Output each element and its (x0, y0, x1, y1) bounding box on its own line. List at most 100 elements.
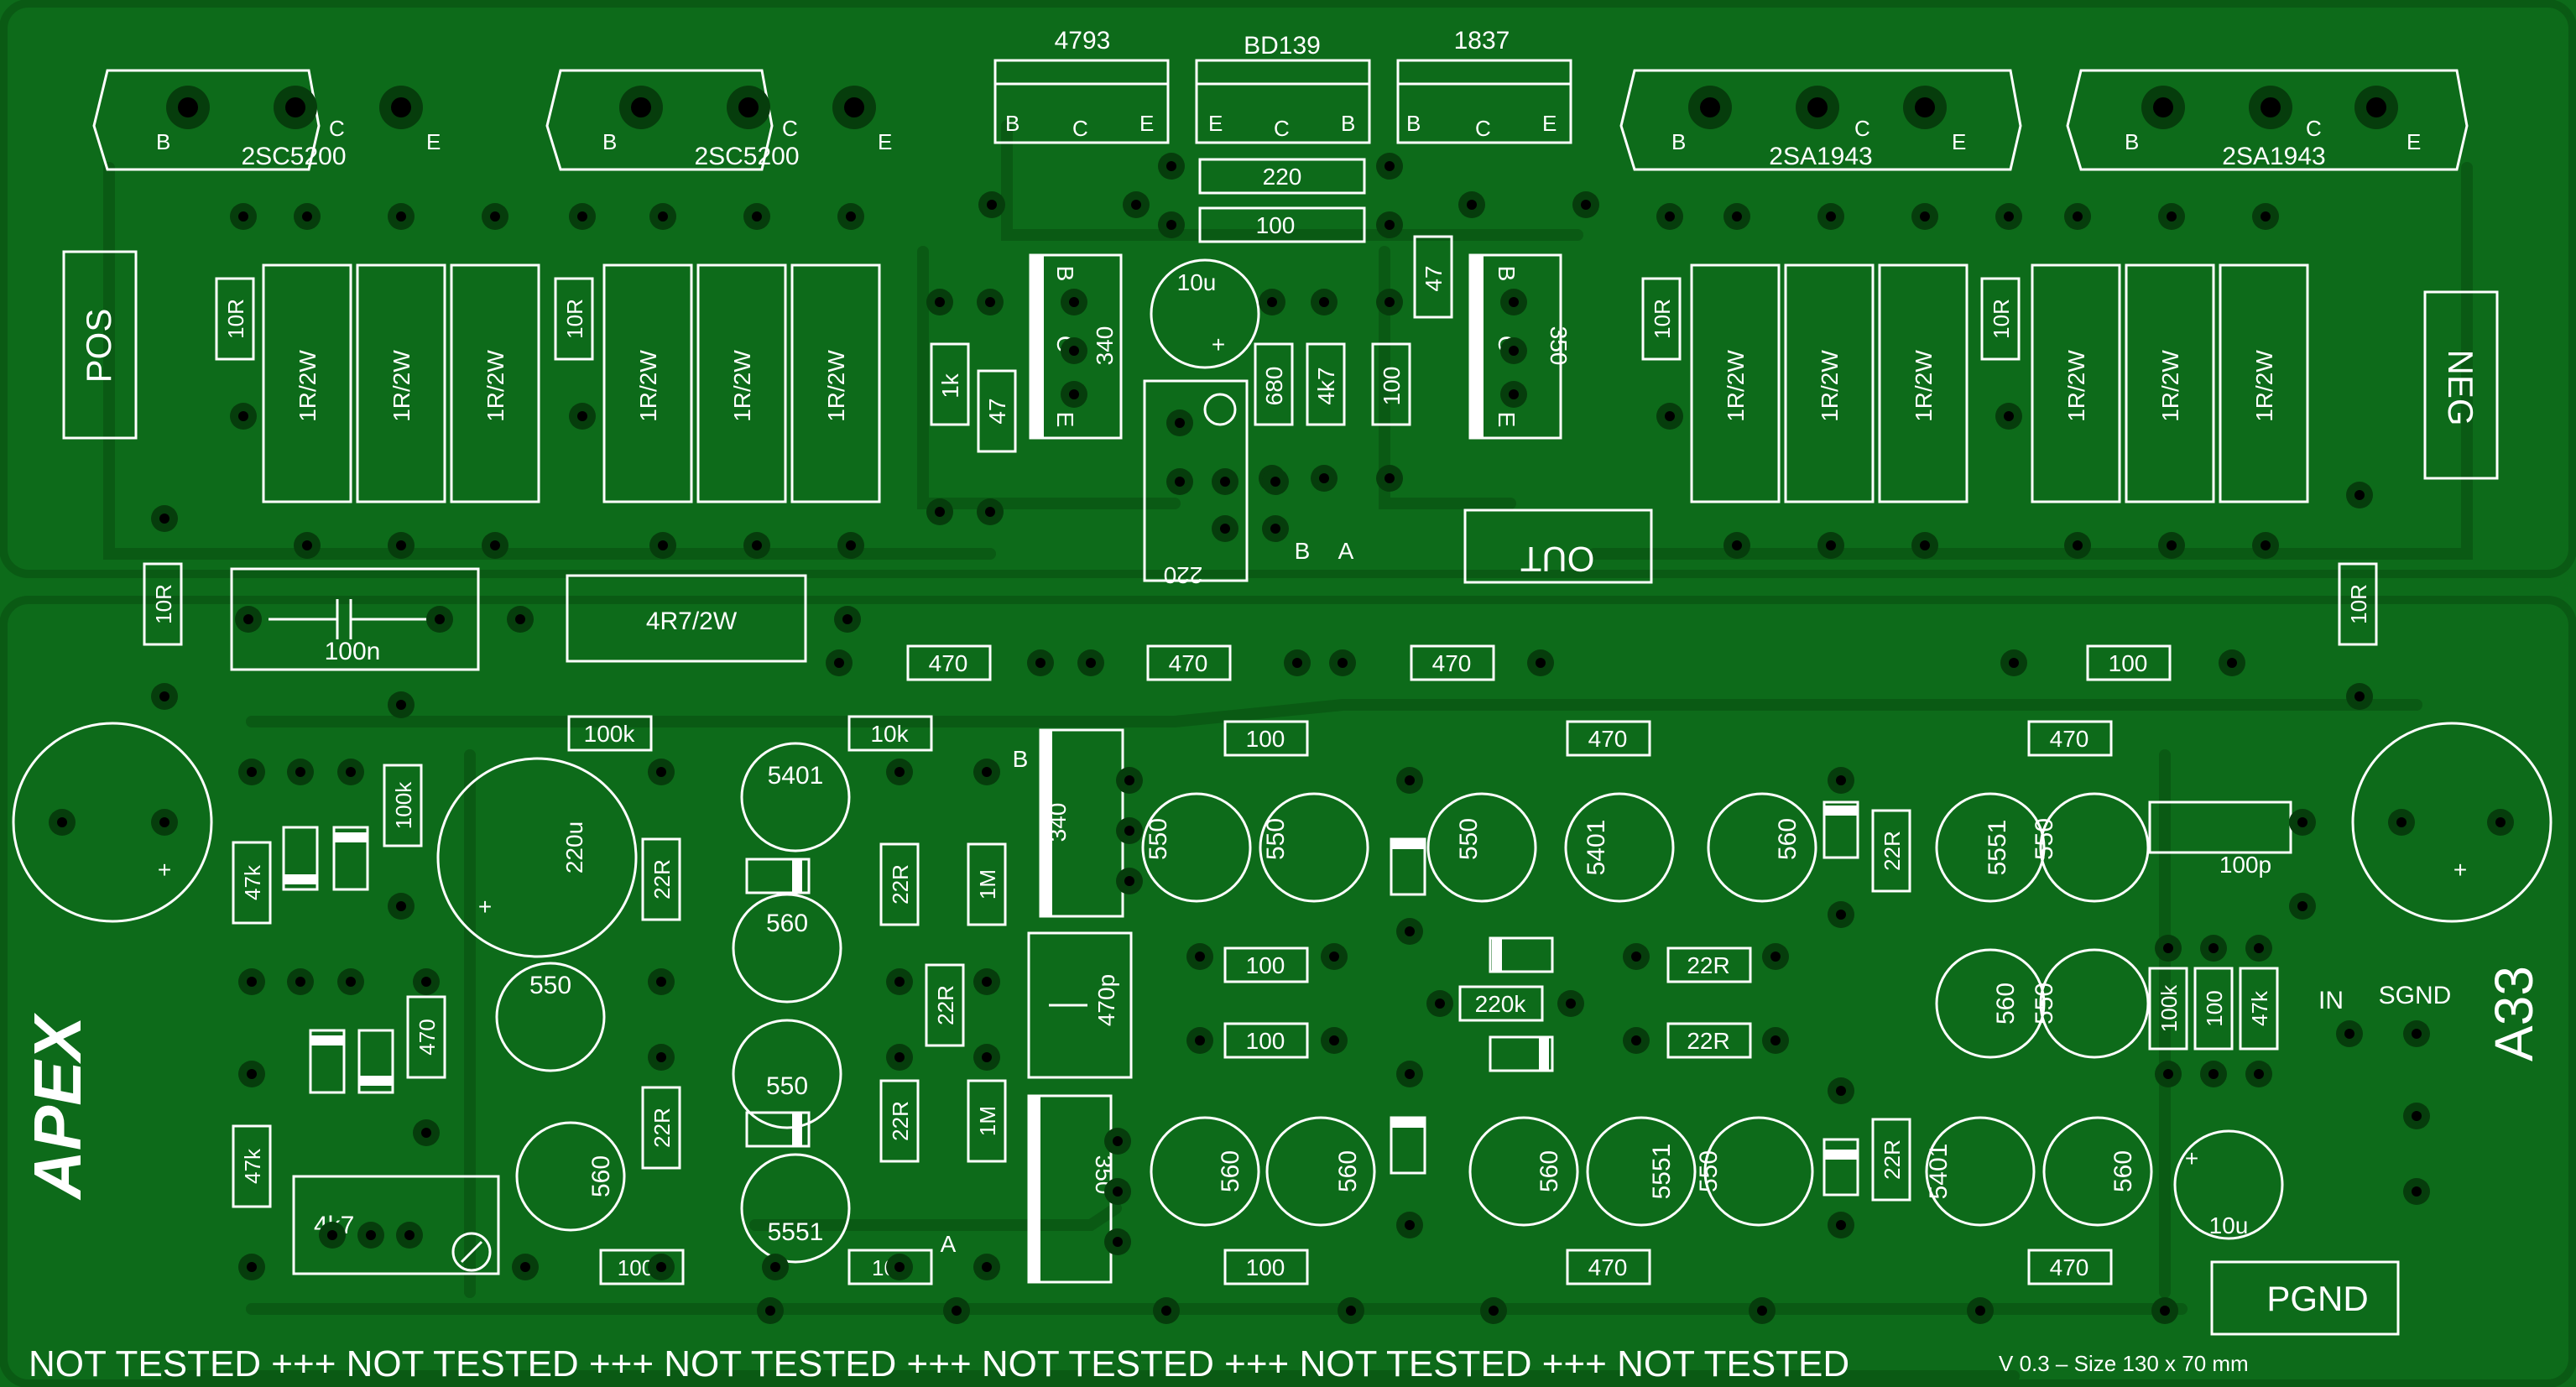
r-1r2w-10: 1R/2W (2063, 350, 2089, 422)
t350-pin-b: B (1494, 266, 1520, 282)
out-label: OUT (1520, 540, 1595, 579)
middle-resistors (1223, 946, 2113, 1285)
r-22r-g: 22R (1880, 1139, 1905, 1180)
r-4k7: 4k7 (1313, 367, 1339, 404)
c-10u-bottom-plus: + (2185, 1145, 2198, 1171)
pad-hole (982, 1262, 992, 1272)
pad-hole (985, 297, 995, 307)
pad-hole (1566, 999, 1576, 1009)
neg-connector[interactable]: NEG (2423, 290, 2499, 480)
driver-4793-pin2: C (1072, 116, 1088, 141)
q-560-e: 560 (1217, 1150, 1244, 1192)
driver-4793-pin1: B (1005, 111, 1019, 136)
q-560-d: 560 (1992, 983, 2020, 1025)
pad-hole (2412, 1111, 2422, 1121)
c-220u: 220u (561, 821, 587, 873)
pad-hole (1920, 211, 1930, 222)
r-10r-4: 10R (1989, 299, 2014, 339)
q2-pin-c: C (782, 116, 798, 141)
emitter-resistor-labels: 1R/2W 1R/2W 1R/2W 1R/2W 1R/2W 1R/2W 1R/2… (295, 350, 2277, 422)
model-label: A33 (2484, 966, 2544, 1061)
c-100n: 100n (325, 638, 381, 665)
r-100-mid: 100 (1379, 367, 1405, 406)
pad-hole (658, 540, 668, 550)
pad-hole (894, 767, 905, 777)
c-220u-plus: + (478, 894, 492, 920)
version-size-label: V 0.3 – Size 130 x 70 mm (1999, 1351, 2249, 1376)
pad-hole (2073, 211, 2083, 222)
cap-left-plus: + (158, 857, 171, 883)
r-47k-a: 47k (240, 864, 265, 900)
t340-pin-e: E (1052, 412, 1078, 428)
pad-hole (1166, 220, 1176, 230)
pad-hole (247, 767, 257, 777)
pad-hole (247, 1069, 257, 1079)
pad-hole (2344, 1029, 2354, 1039)
base-resistor-labels: 10R 10R 10R 10R 10R 10R (151, 299, 2371, 624)
r-22r-d: 22R (888, 1101, 913, 1141)
pad-hole (1384, 297, 1395, 307)
driver-1837-pin2: C (1475, 116, 1491, 141)
pgnd-connector[interactable]: PGND (2210, 1260, 2400, 1336)
r-1r2w-2: 1R/2W (388, 350, 415, 422)
pad-hole (421, 977, 431, 987)
pad-hole (982, 767, 992, 777)
pad-hole (1509, 389, 1519, 399)
driver-4793-name: 4793 (1055, 27, 1111, 55)
pad-hole (2297, 817, 2307, 827)
q3-pin-e: E (1952, 129, 1966, 154)
pad-hole (1826, 211, 1836, 222)
r-100-d: 100 (1246, 952, 1285, 978)
emitter-resistors (262, 263, 2309, 503)
driver-bd139-pin2: C (1274, 116, 1290, 141)
r-22r-c: 22R (888, 864, 913, 905)
r-1r2w-9: 1R/2W (1911, 350, 1937, 422)
in-label: IN (2318, 987, 2344, 1014)
zobel-area (230, 567, 807, 671)
q-550-c: 550 (1145, 818, 1172, 860)
pad-hole (952, 1306, 962, 1316)
pad-hole (1384, 220, 1395, 230)
pad-hole (2208, 1069, 2219, 1079)
pad-hole (1405, 775, 1415, 785)
driver-1837-pin1: B (1406, 111, 1421, 136)
pad-hole (1220, 524, 1230, 534)
q-550-a: 550 (766, 1072, 808, 1100)
pad-hole (1195, 952, 1205, 962)
q4-pin-e: E (2407, 129, 2421, 154)
r-10r-3: 10R (1650, 299, 1675, 339)
r-470-b: 470 (1169, 650, 1208, 676)
input-stage-resistors (232, 764, 2279, 1285)
supply-capacitors (12, 722, 2553, 1240)
pad-hole (1732, 540, 1742, 550)
r-100k-a: 100k (584, 721, 636, 747)
pad-hole (327, 1230, 337, 1240)
pad-hole (1329, 952, 1339, 962)
pad-hole (1536, 658, 1546, 668)
q-5551-a: 5551 (768, 1218, 824, 1246)
pad-hole (1770, 952, 1781, 962)
pad-hole (2163, 943, 2173, 953)
pos-connector[interactable]: POS (62, 250, 138, 440)
pad-hole (1069, 346, 1079, 356)
q4-pin-b: B (2125, 129, 2139, 154)
pad-hole (1270, 477, 1280, 487)
r-47-mid: 47 (984, 398, 1010, 424)
pad-hole (1826, 540, 1836, 550)
r-1r2w-5: 1R/2W (729, 350, 755, 422)
q2-name: 2SC5200 (694, 143, 799, 170)
output-transistor-q2 (545, 69, 876, 171)
pad-hole (1631, 1035, 1641, 1045)
q-550-g: 550 (2031, 983, 2058, 1025)
q-5401-c: 5401 (1925, 1144, 1953, 1200)
q-550-h: 550 (1695, 1150, 1723, 1192)
pad-hole (2412, 1186, 2422, 1197)
q1-pin-e: E (426, 129, 441, 154)
pad-hole (2254, 943, 2264, 953)
c-10u-top-plus: + (1212, 331, 1225, 357)
pad-hole (2167, 540, 2177, 550)
pad-hole (2227, 658, 2237, 668)
pad-hole (1665, 211, 1675, 222)
pad-hole (1631, 952, 1641, 962)
out-connector[interactable]: OUT (1463, 508, 1653, 584)
